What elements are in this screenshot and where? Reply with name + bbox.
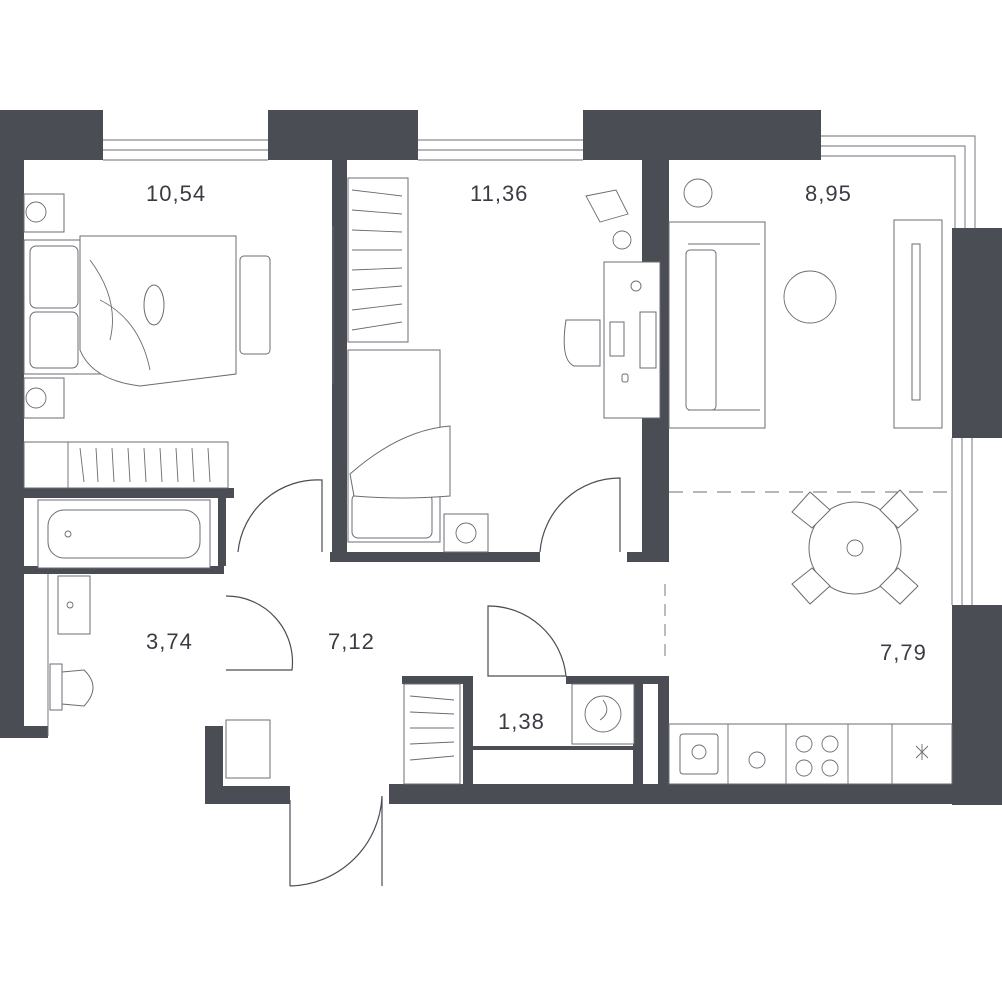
room-labels: 10,54 11,36 8,95 7,79 3,74 7,12 1,38 — [146, 181, 927, 734]
room-area-bathroom: 3,74 — [146, 629, 193, 654]
walls — [0, 110, 1002, 805]
room-area-storage: 1,38 — [498, 709, 545, 734]
room-area-living-room: 8,95 — [805, 181, 852, 206]
room-area-bedroom-1: 10,54 — [146, 181, 206, 206]
bed-icon — [347, 349, 489, 553]
room-area-kitchen: 7,79 — [880, 640, 927, 665]
bathtub-icon — [37, 499, 211, 569]
room-area-hallway: 7,12 — [328, 629, 375, 654]
door-swing-icon — [225, 477, 621, 887]
wardrobe-icon — [225, 683, 461, 785]
windows — [103, 135, 976, 605]
room-area-bedroom-2: 11,36 — [470, 181, 528, 206]
wardrobe-icon — [23, 226, 334, 489]
bed-icon — [23, 193, 271, 419]
dining-table-icon — [791, 489, 919, 605]
tv-icon — [893, 219, 943, 429]
sofa-icon — [668, 178, 837, 429]
stove-icon — [668, 723, 953, 785]
desk-icon — [563, 189, 661, 419]
wardrobe-icon — [347, 177, 409, 343]
sink-icon — [47, 574, 91, 736]
toilet-icon — [49, 663, 94, 711]
washing-machine-icon — [571, 683, 635, 745]
